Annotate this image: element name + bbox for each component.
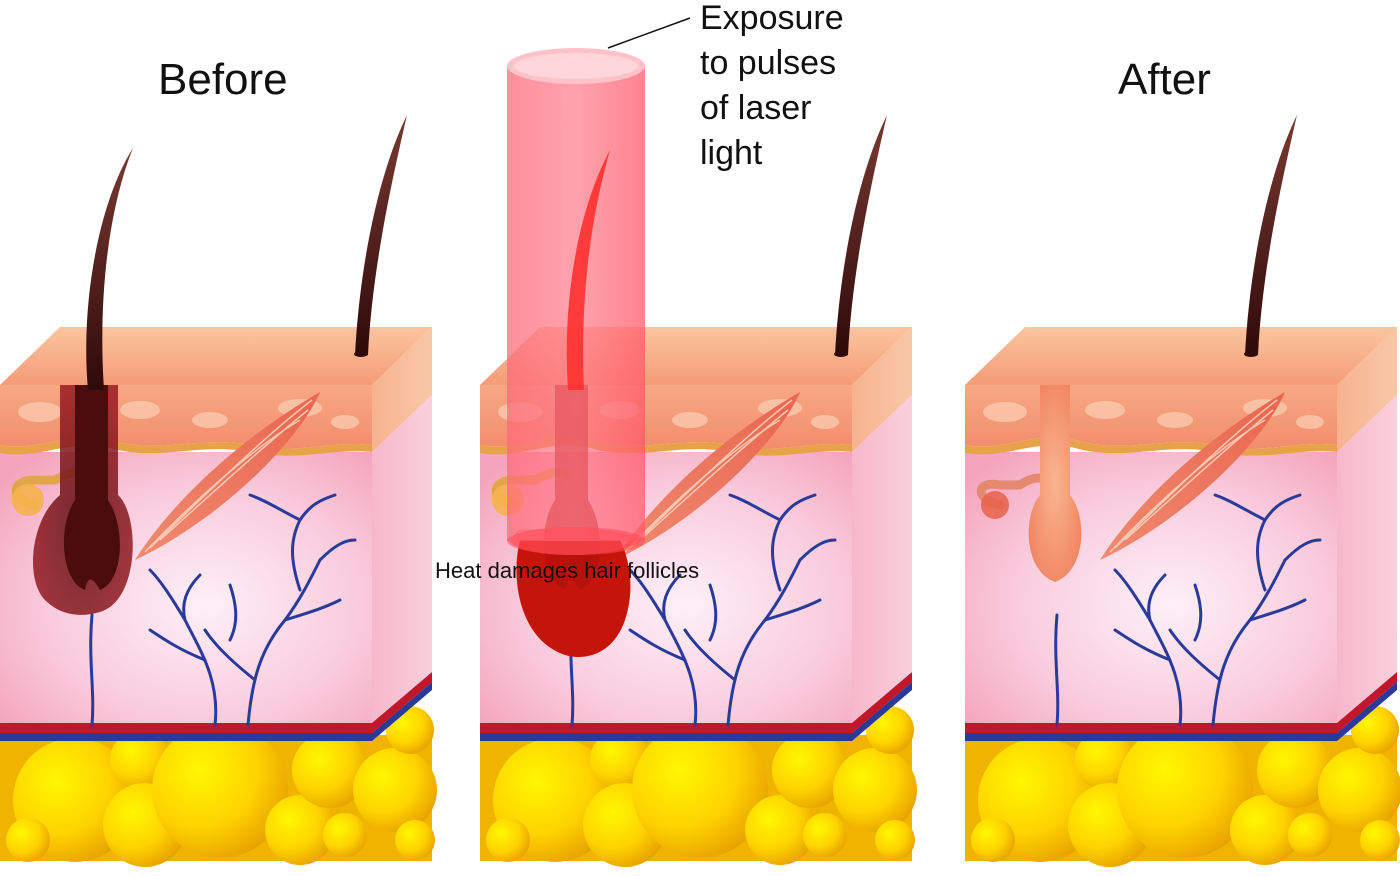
- hair-shaft-2: [355, 115, 407, 355]
- title-after: After: [1118, 55, 1211, 104]
- hair-shaft-heated: [566, 150, 610, 390]
- hair-bulb: [63, 385, 120, 590]
- heat-annotation: Heat damages hair follicles: [435, 558, 700, 583]
- hair-follicle-heated: [516, 540, 631, 657]
- panel-before: [0, 115, 439, 869]
- panel-after: [963, 115, 1400, 869]
- hair-shaft: [86, 148, 133, 390]
- hair-shaft-2: [1245, 115, 1297, 355]
- pointer-line: [607, 17, 691, 49]
- sebaceous-gland: [976, 473, 1052, 519]
- hair-follicle-damaged: [1028, 385, 1082, 582]
- title-before: Before: [158, 55, 288, 104]
- laser-annotation: Exposure to pulses of laser light: [700, 0, 844, 172]
- hair-shaft-2: [835, 115, 887, 355]
- panel-during: [478, 17, 919, 869]
- laser-beam: [507, 48, 645, 555]
